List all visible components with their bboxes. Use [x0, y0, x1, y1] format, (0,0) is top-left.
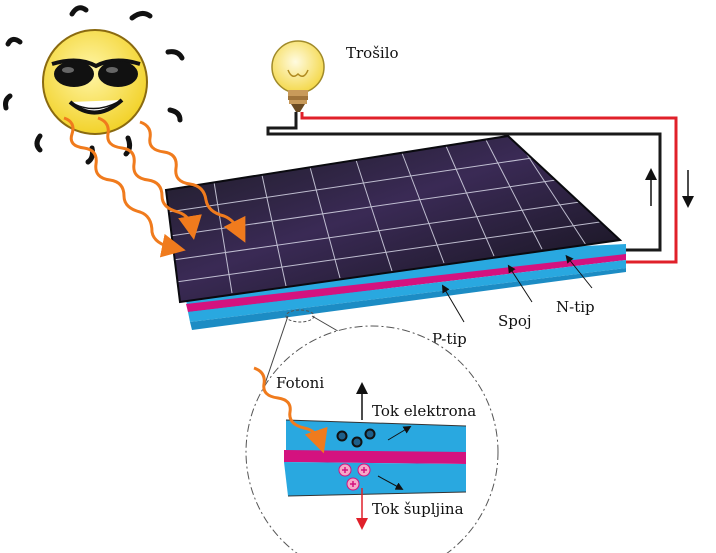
zoom-p-layer [284, 462, 466, 496]
electron-drift-arrow [387, 425, 412, 441]
sun-icon [3, 5, 185, 165]
zoom-n-layer [286, 420, 466, 452]
junction-label: Spoj [498, 312, 532, 330]
electrons [336, 428, 376, 448]
zoom-photon-ray [253, 366, 328, 454]
n-type-label: N-tip [556, 298, 595, 316]
panel-grid [167, 139, 601, 294]
electron-circle-icon [351, 436, 363, 448]
p-type-label: P-tip [432, 330, 467, 348]
panel-front-blue-3 [190, 268, 626, 330]
electron-circle-icon [336, 430, 348, 442]
electron-flow-label: Tok elektrona [372, 402, 476, 420]
panel-front-blue-2 [188, 260, 626, 322]
holes [338, 463, 371, 491]
circuit-wires [266, 112, 678, 264]
red-wire [300, 112, 678, 264]
light-bulb-icon [271, 40, 325, 112]
hole-flow-label: Tok šupljina [372, 500, 464, 518]
hole-drift-arrow [377, 475, 404, 490]
load-label: Trošilo [346, 44, 399, 62]
hole-plus-icon [346, 477, 360, 491]
hole-plus-icon [357, 463, 371, 477]
panel-top-surface [166, 136, 620, 302]
sunglasses-icon [51, 58, 141, 87]
photon-rays [63, 116, 246, 258]
panel-front-magenta [186, 254, 626, 312]
layer-pointers [441, 254, 593, 323]
hole-plus-icon [338, 463, 352, 477]
electron-circle-icon [364, 428, 376, 440]
zoom-detail [245, 325, 499, 553]
solar-panel [164, 134, 626, 330]
photons-label: Fotoni [276, 374, 324, 392]
black-wire [266, 112, 662, 252]
zoom-junction [284, 450, 466, 464]
